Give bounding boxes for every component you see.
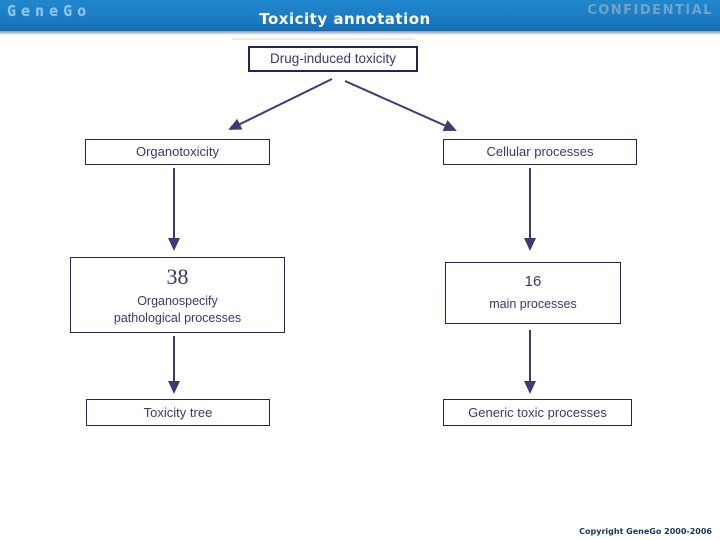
node-drug-induced-toxicity: Drug-induced toxicity <box>248 46 418 72</box>
node-organotoxicity: Organotoxicity <box>85 139 270 165</box>
node-cellular-processes: Cellular processes <box>443 139 637 165</box>
page-title: Toxicity annotation <box>259 10 431 28</box>
node-generic-toxic-processes: Generic toxic processes <box>443 399 632 426</box>
node-organospecific-count: 38 Organospecify pathological processes <box>70 257 285 333</box>
node-label: Toxicity tree <box>143 404 213 420</box>
count-label-line2: pathological processes <box>113 310 242 325</box>
copyright-text: Copyright GeneGo 2000-2006 <box>579 527 712 536</box>
title-underline <box>232 38 415 40</box>
count-label-line1: Organospecify <box>137 294 218 309</box>
confidential-badge: CONFIDENTIAL <box>587 3 713 18</box>
count-value: 38 <box>166 264 189 290</box>
node-main-processes-count: 16 main processes <box>445 262 621 324</box>
node-label: Cellular processes <box>486 144 594 160</box>
count-label: main processes <box>489 297 577 312</box>
node-toxicity-tree: Toxicity tree <box>86 399 270 426</box>
header-bar <box>0 0 720 31</box>
node-label: Organotoxicity <box>135 144 220 160</box>
node-label: Generic toxic processes <box>468 404 607 420</box>
node-label: Drug-induced toxicity <box>269 50 397 66</box>
header-separator <box>0 31 720 35</box>
connector-root-to-organotoxicity <box>228 78 333 130</box>
connector-root-to-cellular <box>344 80 457 132</box>
count-value: 16 <box>524 273 542 291</box>
genego-logo: GeneGo <box>7 2 92 20</box>
